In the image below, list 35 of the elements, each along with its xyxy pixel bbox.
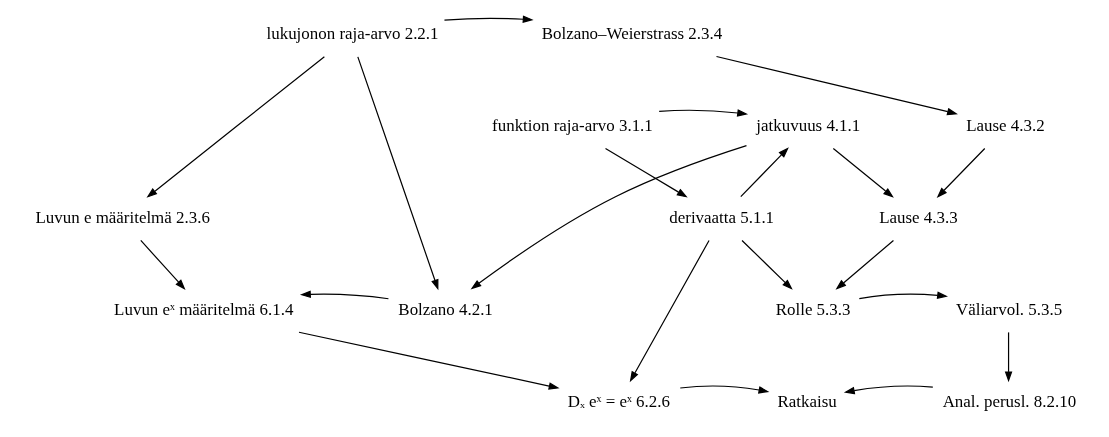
node-text: Lause 4.3.2 bbox=[965, 116, 1045, 136]
arrow bbox=[858, 291, 948, 300]
arrow bbox=[139, 239, 186, 290]
arrow bbox=[604, 147, 688, 198]
arrow bbox=[936, 147, 985, 198]
node-text: Bolzano–Weierstrass 2.3.4 bbox=[541, 24, 722, 44]
arrow bbox=[658, 109, 748, 117]
node-text: Bolzano 4.2.1 bbox=[397, 299, 493, 319]
node-text: Dₓ eˣ = eˣ 6.2.6 bbox=[567, 391, 670, 411]
arrow bbox=[843, 385, 933, 395]
node-text: jatkuvuus 4.1.1 bbox=[755, 116, 860, 136]
node-text: derivaatta 5.1.1 bbox=[668, 207, 774, 227]
arrow bbox=[715, 55, 958, 116]
node-text: Lause 4.3.3 bbox=[878, 207, 958, 227]
node-text: lukujonon raja-arvo 2.2.1 bbox=[266, 24, 439, 44]
arrow bbox=[443, 15, 534, 23]
arrow bbox=[739, 147, 789, 198]
arrow bbox=[299, 290, 389, 300]
node-text: funktion raja-arvo 3.1.1 bbox=[491, 116, 653, 136]
arrow bbox=[356, 56, 438, 291]
arrow bbox=[835, 239, 894, 290]
node-text: Rolle 5.3.3 bbox=[775, 299, 850, 319]
arrow bbox=[1004, 331, 1012, 383]
arrow bbox=[297, 331, 560, 390]
node-text: Väliarvol. 5.3.5 bbox=[955, 299, 1062, 319]
arrow bbox=[629, 239, 710, 383]
arrow bbox=[145, 56, 325, 198]
node-text: Ratkaisu bbox=[777, 391, 837, 411]
node-text: Luvun e määritelmä 2.3.6 bbox=[35, 207, 210, 227]
arrow bbox=[740, 239, 793, 290]
node-text: Luvun eˣ määritelmä 6.1.4 bbox=[113, 299, 293, 319]
node-text: Anal. perusl. 8.2.10 bbox=[942, 391, 1076, 411]
arrow bbox=[679, 385, 769, 394]
arrow bbox=[470, 145, 747, 290]
arrow bbox=[832, 147, 894, 198]
